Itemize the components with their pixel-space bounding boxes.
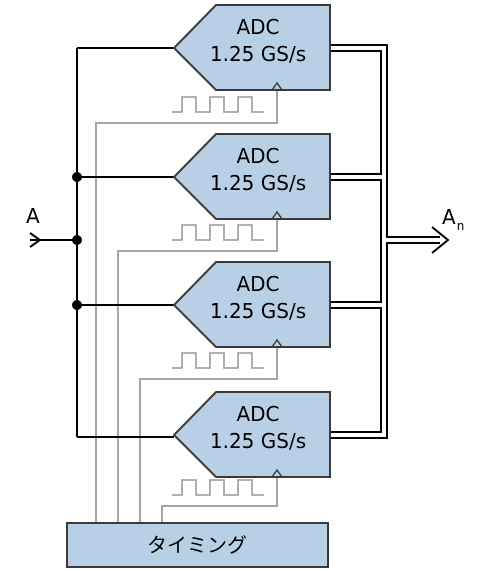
adc-rate-2: 1.25 GS/s [210,171,306,195]
adc-block-1: ADC 1.25 GS/s [172,4,331,91]
adc-label-4: ADC [236,402,279,426]
clock-input-icon [271,468,283,478]
clock-waveforms [172,96,264,496]
adc-label-3: ADC [236,272,279,296]
clock-waveform-4 [172,479,264,496]
timing-label: タイミング [147,533,247,557]
adc-shape [172,133,331,220]
junction-dot-2 [72,235,82,245]
clock-lines [95,90,278,523]
input-arrow-chevron [29,232,42,248]
clock-waveform-1 [172,96,264,113]
clock-input-icon [271,338,283,348]
adc-rate-1: 1.25 GS/s [210,42,306,66]
adc-shape [172,261,331,348]
adc-rate-4: 1.25 GS/s [210,429,306,453]
adc-shape [172,391,331,478]
adc-rate-3: 1.25 GS/s [210,299,306,323]
clock-line-3 [139,346,278,523]
adc-block-3: ADC 1.25 GS/s [172,261,331,348]
clock-line-1 [95,90,278,523]
clock-input-icon [271,81,283,91]
adc-block-2: ADC 1.25 GS/s [172,133,331,220]
clock-line-4 [161,474,278,523]
adc-label-1: ADC [236,15,279,39]
output-label: An [442,205,464,233]
output-bus [330,44,450,439]
output-label-subscript: n [457,219,465,233]
timing-box [66,522,329,568]
clock-line-2 [117,218,278,523]
adc-label-2: ADC [236,144,279,168]
input-signal-lines [29,47,174,438]
junction-dot-1 [72,172,82,182]
junction-dots [72,172,82,310]
adc-block-4: ADC 1.25 GS/s [172,391,331,478]
output-arrow-head [431,226,450,254]
clock-waveform-3 [172,352,264,369]
timing-block: タイミング [66,522,329,568]
output-label-base: A [442,205,456,229]
junction-dot-3 [72,300,82,310]
clock-waveform-2 [172,224,264,241]
adc-shape [172,4,331,91]
input-label: A [26,204,40,228]
clock-input-icon [271,210,283,220]
